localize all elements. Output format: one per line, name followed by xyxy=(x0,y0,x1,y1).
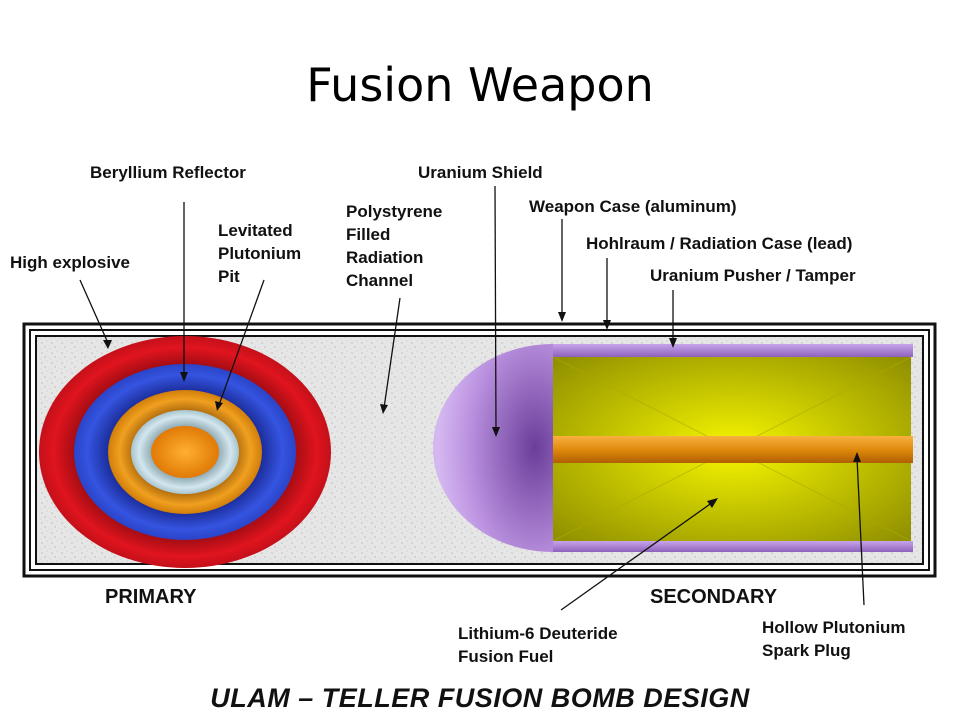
primary-stage xyxy=(39,336,331,568)
label-primary: PRIMARY xyxy=(105,586,197,608)
label-polystyrene-line1: Polystyrene xyxy=(346,202,442,221)
primary-core xyxy=(151,426,219,478)
label-weapon-case: Weapon Case (aluminum) xyxy=(529,197,737,216)
label-lithium-fuel: Lithium-6 Deuteride Fusion Fuel xyxy=(458,624,622,666)
hohlraum-bottom xyxy=(553,541,913,552)
label-polystyrene-line4: Channel xyxy=(346,271,413,290)
label-beryllium-reflector: Beryllium Reflector xyxy=(90,163,246,182)
slide-title: Fusion Weapon xyxy=(306,58,654,112)
label-high-explosive: High explosive xyxy=(10,253,130,272)
label-polystyrene-channel: Polystyrene Filled Radiation Channel xyxy=(346,202,447,290)
diagram-caption: ULAM – TELLER FUSION BOMB DESIGN xyxy=(210,683,750,713)
label-polystyrene-line2: Filled xyxy=(346,225,390,244)
spark-plug xyxy=(553,436,913,463)
label-levitated-line1: Levitated xyxy=(218,221,293,240)
label-uranium-shield: Uranium Shield xyxy=(418,163,543,182)
label-spark-plug: Hollow Plutonium Spark Plug xyxy=(762,618,910,660)
pointer-lines xyxy=(79,185,865,611)
label-levitated-line2: Plutonium xyxy=(218,244,301,263)
label-spark-line1: Hollow Plutonium xyxy=(762,618,906,637)
secondary-stage xyxy=(433,344,913,552)
label-polystyrene-line3: Radiation xyxy=(346,248,423,267)
label-levitated-plutonium-pit: Levitated Plutonium Pit xyxy=(218,221,306,286)
hohlraum-top xyxy=(553,344,913,357)
uranium-shield xyxy=(433,344,553,552)
label-spark-line2: Spark Plug xyxy=(762,641,851,660)
label-hohlraum: Hohlraum / Radiation Case (lead) xyxy=(586,234,852,253)
label-secondary: SECONDARY xyxy=(650,586,778,608)
label-lithium-line1: Lithium-6 Deuteride xyxy=(458,624,618,643)
label-levitated-line3: Pit xyxy=(218,267,240,286)
label-uranium-pusher: Uranium Pusher / Tamper xyxy=(650,266,856,285)
label-lithium-line2: Fusion Fuel xyxy=(458,647,553,666)
